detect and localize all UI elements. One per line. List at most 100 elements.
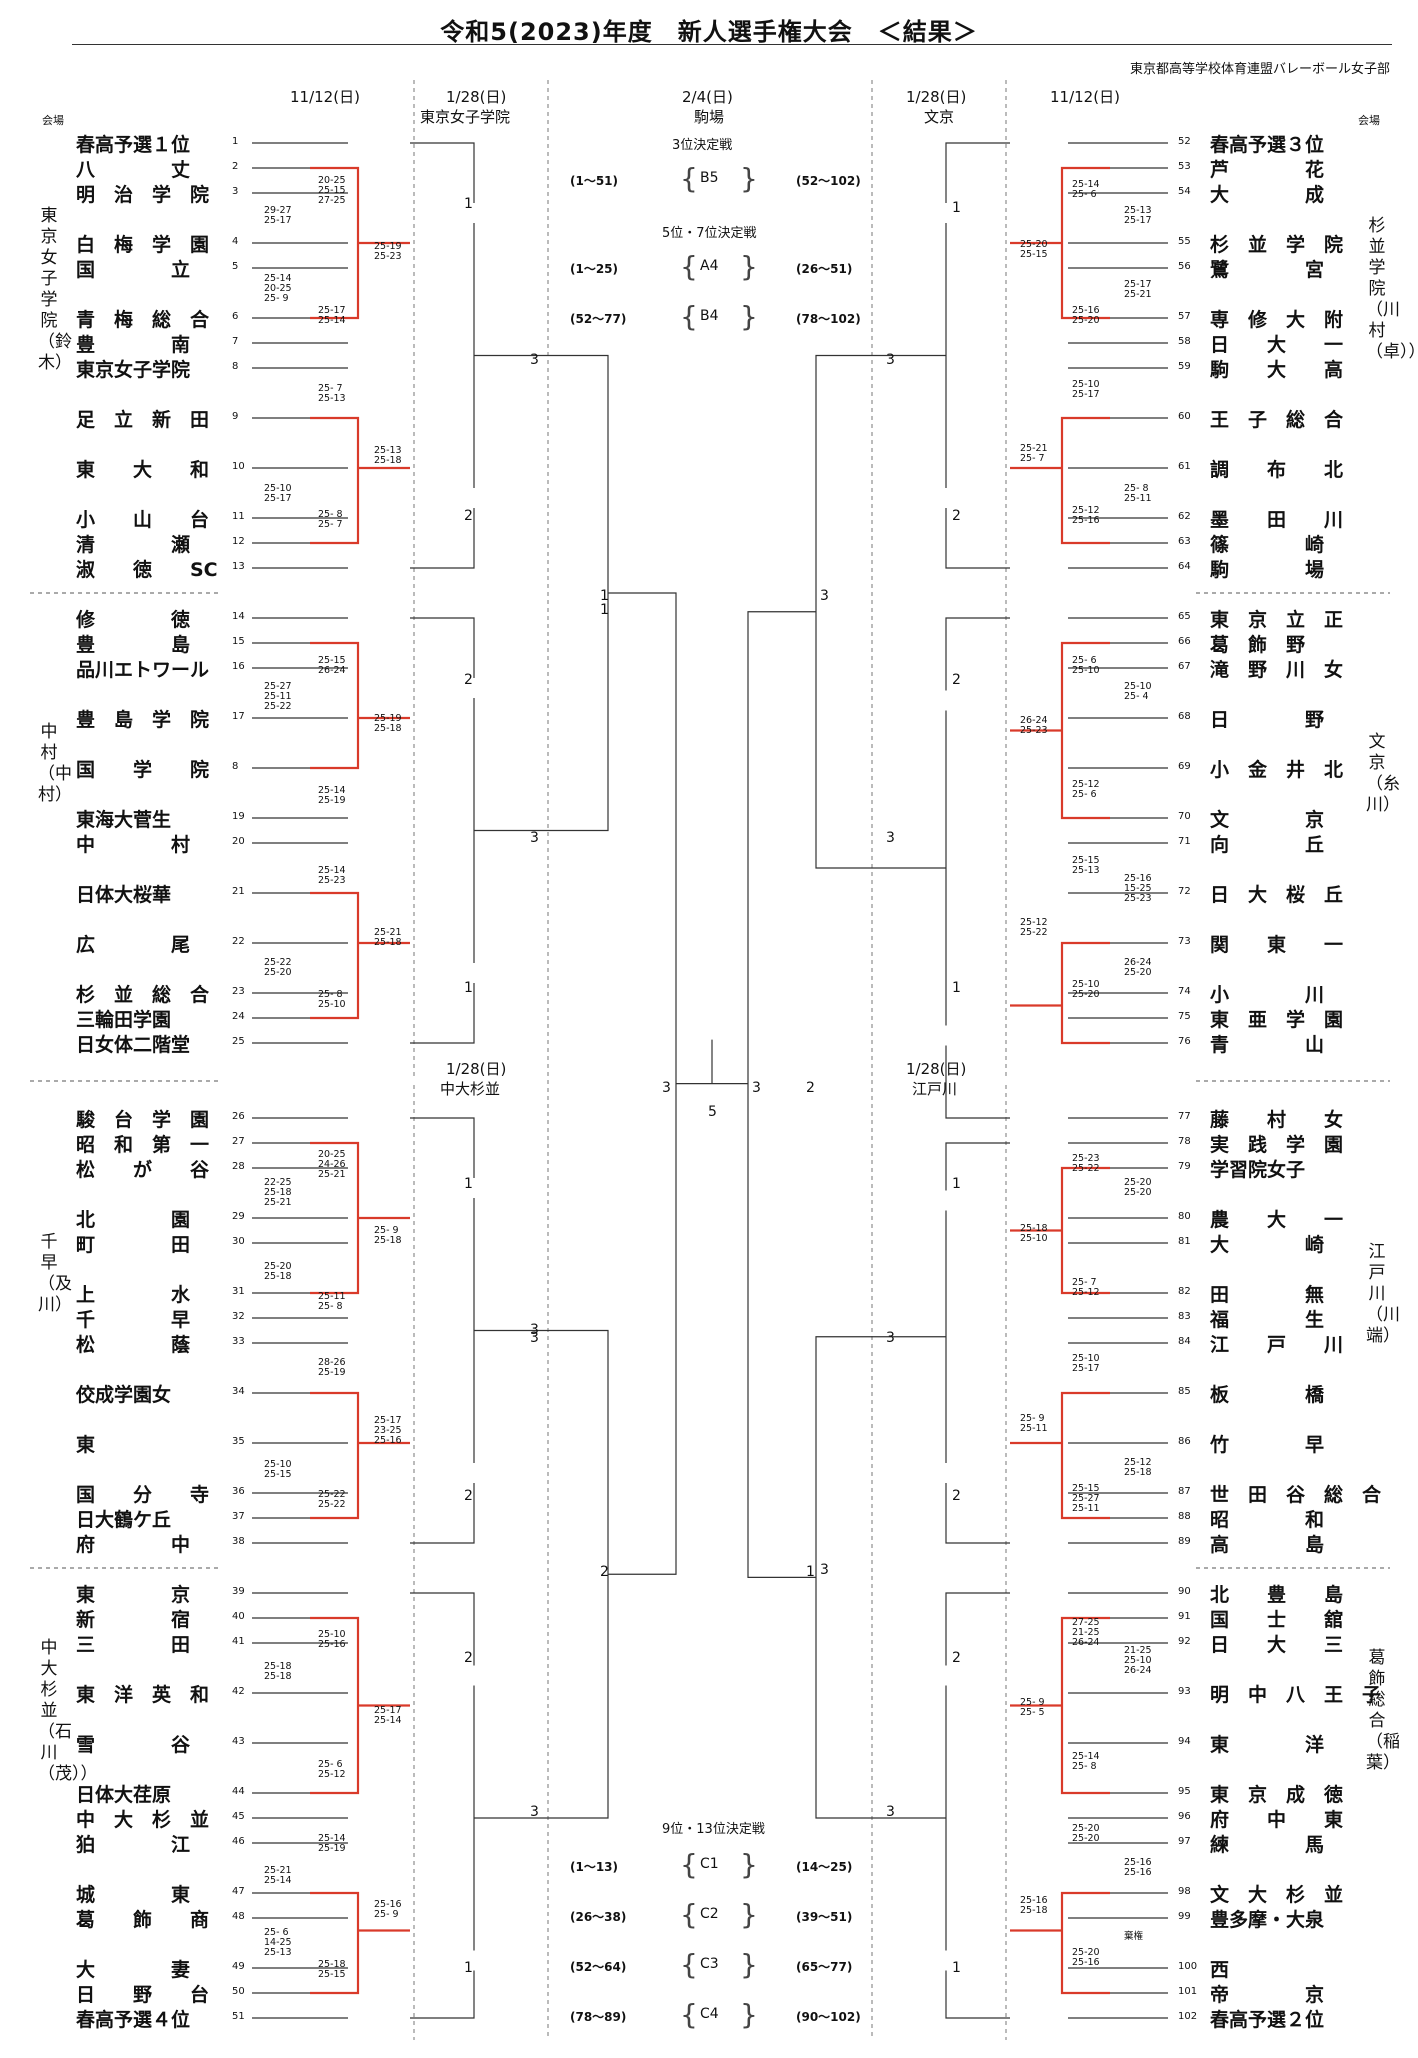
score-left: 25-10 25-17: [264, 483, 292, 504]
bracket-result-number: 1: [952, 200, 961, 216]
venue-bottom-left: 中大杉並: [440, 1080, 501, 1098]
team-name-right: 練 馬: [1210, 1834, 1325, 1856]
bracket-line: [410, 142, 475, 203]
team-name-right: 専 修 大 附: [1210, 309, 1344, 331]
semi-line-left: [536, 1329, 609, 1819]
bracket-line: [1060, 941, 1110, 1045]
team-name-left: 東 洋 英 和: [76, 1684, 210, 1706]
team-name-left: 国 学 院: [76, 759, 210, 781]
score-left: 29-27 25-17: [264, 205, 292, 226]
team-number-left: 49: [232, 1961, 245, 1972]
score-left: 25-15 26-24: [318, 655, 346, 676]
score-left: 28-26 25-19: [318, 1357, 346, 1378]
team-name-right: 学習院女子: [1210, 1159, 1306, 1181]
team-name-right: 東 洋: [1210, 1734, 1325, 1756]
score-right: 25-10 25-17: [1072, 1353, 1100, 1374]
bracket-line: [945, 1483, 1010, 1544]
team-number-right: 76: [1178, 1036, 1191, 1047]
team-number-left: 8: [232, 361, 239, 372]
bracket-line: [945, 1045, 1010, 1119]
bracket-line: [410, 1117, 475, 1178]
bracket-line: [945, 1142, 1010, 1191]
score-left: 25-14 25-19: [318, 785, 346, 806]
team-name-right: 農 大 一: [1210, 1209, 1344, 1231]
score-right: 25- 9 25- 5: [1020, 1697, 1045, 1718]
bracket-result-number: 3: [886, 830, 895, 846]
score-left: 25-22 25-20: [264, 957, 292, 978]
score-right: 25-18 25-10: [1020, 1223, 1048, 1244]
team-name-left: 昭 和 第 一: [76, 1134, 210, 1156]
team-name-left: 日女体二階堂: [76, 1034, 191, 1056]
team-name-right: 青 山: [1210, 1034, 1325, 1056]
team-name-right: 向 丘: [1210, 834, 1325, 856]
playoff-range-right: (39～51): [796, 1910, 853, 1924]
bracket-result-number: 3: [752, 1080, 761, 1096]
score-left: 25-16 25- 9: [374, 1899, 402, 1920]
team-number-right: 70: [1178, 811, 1191, 822]
team-number-left: 47: [232, 1886, 245, 1897]
score-right: 25-17 25-21: [1124, 279, 1152, 300]
score-right: 25-20 25-15: [1020, 239, 1048, 260]
title-rule: [72, 44, 1392, 45]
score-right: 25-16 25-16: [1124, 1857, 1152, 1878]
score-right: 25-12 25-18: [1124, 1457, 1152, 1478]
team-name-right: 東 京 成 徳: [1210, 1784, 1344, 1806]
semi-line-left: [536, 354, 609, 832]
team-number-left: 29: [232, 1211, 245, 1222]
score-left: 25-13 25-18: [374, 445, 402, 466]
ninth-place-title: 9位・13位決定戦: [662, 1822, 765, 1837]
team-number-right: 86: [1178, 1436, 1191, 1447]
team-name-right: 関 東 一: [1210, 934, 1344, 956]
team-number-right: 53: [1178, 161, 1191, 172]
team-number-right: 59: [1178, 361, 1191, 372]
team-number-right: 62: [1178, 511, 1191, 522]
team-number-left: 36: [232, 1486, 245, 1497]
team-name-left: 淑 徳 SC: [76, 559, 218, 581]
score-left: 25-19 25-18: [374, 713, 402, 734]
team-number-right: 60: [1178, 411, 1191, 422]
bracket-line: [945, 508, 1010, 569]
team-number-right: 100: [1178, 1961, 1198, 1972]
bracket-result-number: 1: [600, 602, 609, 618]
score-right: 25-15 25-13: [1072, 855, 1100, 876]
team-name-left: 城 東: [76, 1884, 191, 1906]
team-name-left: 豊 南: [76, 334, 191, 356]
score-left: 20-25 25-15 27-25: [318, 175, 346, 206]
bracket-result-number: 1: [464, 980, 473, 996]
venue-top-right: 文京: [924, 108, 955, 126]
score-right: 25-12 25-22: [1020, 917, 1048, 938]
bracket-result-number: 2: [464, 672, 473, 688]
score-right: 25-16 25-20: [1072, 305, 1100, 326]
team-name-left: 北 園: [76, 1209, 191, 1231]
team-name-left: 日体大荏原: [76, 1784, 172, 1806]
score-left: 25-21 25-18: [374, 927, 402, 948]
team-number-right: 63: [1178, 536, 1191, 547]
team-number-left: 17: [232, 711, 245, 722]
bracket-line: [945, 1970, 1010, 2019]
team-name-right: 滝 野 川 女: [1210, 659, 1344, 681]
team-number-left: 39: [232, 1586, 245, 1597]
team-name-right: 国 士 舘: [1210, 1609, 1344, 1631]
playoff-range-left: (1～51): [570, 174, 619, 188]
playoff-range-right: (78～102): [796, 312, 861, 326]
team-number-right: 64: [1178, 561, 1191, 572]
team-number-right: 89: [1178, 1536, 1191, 1547]
team-number-right: 78: [1178, 1136, 1191, 1147]
team-name-right: 田 無: [1210, 1284, 1325, 1306]
brace-right: }: [740, 250, 758, 283]
score-left: 25- 7 25-13: [318, 383, 346, 404]
team-number-left: 23: [232, 986, 245, 997]
date-round2-right: 1/28(日): [906, 88, 967, 106]
team-name-right: 春高予選３位: [1210, 134, 1325, 156]
bracket-result-number: 2: [806, 1080, 815, 1096]
score-left: 22-25 25-18 25-21: [264, 1177, 292, 1208]
team-name-right: 日 大 桜 丘: [1210, 884, 1344, 906]
score-right: 25-16 25-18: [1020, 1895, 1048, 1916]
team-name-left: 小 山 台: [76, 509, 210, 531]
team-name-right: 小 金 井 北: [1210, 759, 1344, 781]
team-number-left: 7: [232, 336, 239, 347]
brace-right: }: [740, 300, 758, 333]
team-number-right: 55: [1178, 236, 1191, 247]
team-name-left: 春高予選１位: [76, 134, 191, 156]
team-number-left: 44: [232, 1786, 245, 1797]
